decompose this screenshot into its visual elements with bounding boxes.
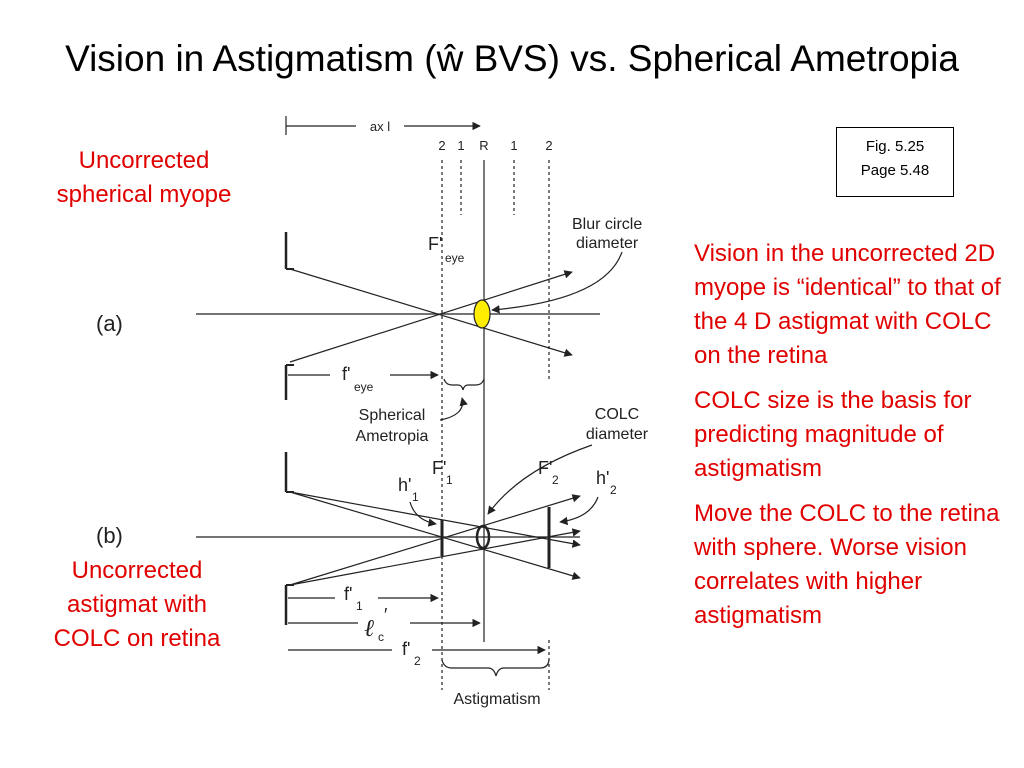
panel-a-label: (a) bbox=[96, 311, 123, 336]
position-label: 1 bbox=[457, 138, 464, 153]
slide-title: Vision in Astigmatism (ŵ BVS) vs. Spheri… bbox=[65, 38, 959, 79]
figure-number: Fig. 5.25 bbox=[865, 138, 925, 155]
h2-pointer bbox=[559, 496, 599, 526]
note-paragraph: COLC size is the basis for predicting ma… bbox=[694, 387, 972, 482]
f2-focus-sub: 2 bbox=[552, 473, 559, 487]
caption-line: Uncorrected bbox=[78, 147, 210, 174]
f2-focus-label: F' bbox=[538, 458, 552, 478]
spherical-ametropia-brace bbox=[443, 378, 485, 391]
spherical-ametropia-label: Spherical bbox=[359, 407, 426, 424]
astigmatism-brace bbox=[441, 659, 550, 677]
caption-line: spherical myope bbox=[56, 181, 232, 208]
f2-length-label: f' bbox=[402, 639, 410, 659]
f-eye-length-label: f' bbox=[342, 364, 350, 384]
blur-circle-label: Blur circle bbox=[572, 216, 642, 233]
astigmatism-label: Astigmatism bbox=[453, 691, 540, 708]
f-eye-focus-label: F' bbox=[428, 234, 442, 254]
position-label: R bbox=[479, 138, 488, 153]
position-label: 1 bbox=[510, 138, 517, 153]
ray-a-upper bbox=[289, 268, 573, 357]
ray-b-2 bbox=[289, 494, 581, 586]
caption-astigmat: Uncorrected astigmat with COLC on retina bbox=[26, 554, 248, 656]
spherical-ametropia-label: Ametropia bbox=[356, 428, 429, 445]
h1-pointer bbox=[409, 501, 437, 527]
ray-b-1 bbox=[289, 491, 581, 580]
colc-circle bbox=[475, 524, 491, 550]
caption-spherical-myope: Uncorrected spherical myope bbox=[30, 144, 258, 212]
spherical-ametropia-pointer bbox=[439, 397, 468, 421]
ray-b-4 bbox=[289, 528, 581, 586]
h1-label: h' bbox=[398, 475, 411, 495]
caption-line: Uncorrected bbox=[71, 557, 203, 584]
f1-focus-sub: 1 bbox=[446, 473, 453, 487]
figure-reference-box: Fig. 5.25 Page 5.48 bbox=[836, 127, 954, 197]
f-eye-length-sub: eye bbox=[354, 380, 374, 394]
lc-length-prime: ′ bbox=[384, 605, 388, 625]
blur-circle-pointer bbox=[491, 251, 623, 314]
f1-focus-label: F' bbox=[432, 458, 446, 478]
lc-length-label: ℓ bbox=[364, 616, 374, 642]
note-paragraph: Move the COLC to the retina with sphere.… bbox=[694, 500, 1000, 629]
h2-sub: 2 bbox=[610, 483, 617, 497]
f2-length-sub: 2 bbox=[414, 654, 421, 668]
lc-length-sub: c bbox=[378, 630, 384, 644]
colc-pointer bbox=[487, 444, 593, 515]
panel-b-label: (b) bbox=[96, 523, 123, 548]
page-number: Page 5.48 bbox=[860, 162, 930, 179]
h1-sub: 1 bbox=[412, 490, 419, 504]
blur-circle bbox=[473, 299, 491, 329]
caption-line: astigmat with bbox=[66, 591, 208, 618]
colc-diameter-label: COLC bbox=[595, 406, 639, 423]
notes-panel: Vision in the uncorrected 2D myope is “i… bbox=[694, 237, 1022, 644]
caption-line: COLC on retina bbox=[53, 625, 221, 652]
position-label: 2 bbox=[545, 138, 552, 153]
colc-diameter-label: diameter bbox=[586, 426, 649, 443]
note-paragraph: Vision in the uncorrected 2D myope is “i… bbox=[694, 240, 1001, 369]
axial-length-label: ax l bbox=[370, 119, 390, 134]
h2-label: h' bbox=[596, 468, 609, 488]
f1-length-label: f' bbox=[344, 584, 352, 604]
f-eye-focus-sub: eye bbox=[445, 251, 465, 265]
blur-circle-label: diameter bbox=[576, 235, 639, 252]
position-label: 2 bbox=[438, 138, 445, 153]
f1-length-sub: 1 bbox=[356, 599, 363, 613]
ray-a-lower bbox=[289, 270, 573, 363]
